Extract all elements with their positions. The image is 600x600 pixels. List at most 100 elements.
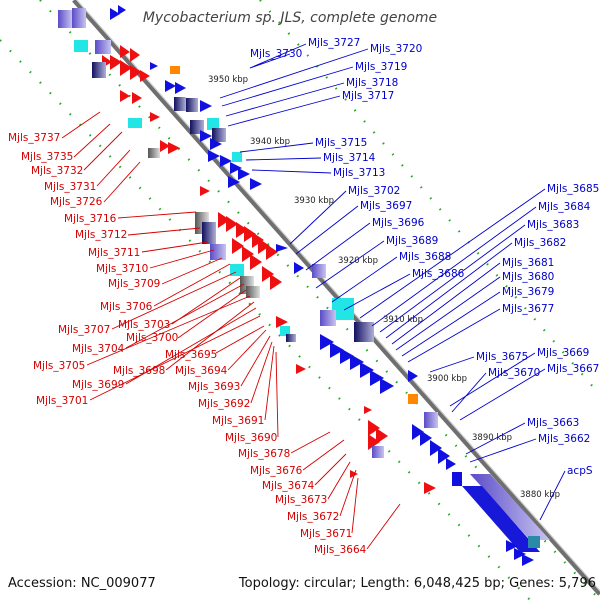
leader-line — [249, 43, 307, 69]
reverse-leader-lines — [61, 111, 401, 550]
gene-label[interactable]: Mjls_3690 — [225, 432, 277, 444]
gene-label[interactable]: Mjls_3712 — [75, 229, 127, 241]
leader-line — [451, 372, 487, 413]
gene-label[interactable]: Mjls_3709 — [108, 278, 160, 290]
leader-line — [539, 470, 566, 521]
gene-label[interactable]: Mjls_3683 — [527, 219, 579, 231]
leader-line — [96, 149, 131, 187]
gene-label[interactable]: Mjls_3714 — [323, 152, 376, 164]
leader-line — [339, 469, 357, 517]
leader-line — [227, 329, 267, 371]
leader-line — [73, 123, 111, 158]
gene-label[interactable]: Mjls_3700 — [126, 332, 178, 344]
forward-labels: Mjls_3727 Mjls_3730 Mjls_3720 Mjls_3719 … — [250, 37, 599, 477]
leader-line — [125, 283, 245, 349]
gene-label[interactable]: Mjls_3676 — [250, 465, 303, 477]
gene-label[interactable]: Mjls_3691 — [212, 415, 264, 427]
gene-label[interactable]: Mjls_3678 — [238, 448, 290, 460]
gene-label[interactable]: Mjls_3664 — [314, 544, 367, 556]
gene-label[interactable]: Mjls_3679 — [502, 286, 554, 298]
gene-features — [58, 5, 550, 566]
gene-label[interactable]: Mjls_3681 — [502, 257, 554, 269]
gene-label[interactable]: Mjls_3673 — [275, 494, 327, 506]
leader-line — [251, 169, 332, 174]
gene-label[interactable]: Mjls_3682 — [514, 237, 566, 249]
gene-label[interactable]: Mjls_3735 — [21, 151, 73, 163]
gene-label[interactable]: Mjls_3699 — [72, 379, 124, 391]
gene-label[interactable]: Mjls_3713 — [333, 167, 385, 179]
gene-label[interactable]: Mjls_3674 — [262, 480, 315, 492]
gene-label[interactable]: Mjls_3663 — [527, 417, 579, 429]
gene-label[interactable]: Mjls_3669 — [537, 347, 589, 359]
gene-label[interactable]: acpS — [567, 465, 593, 477]
gene-label[interactable]: Mjls_3694 — [175, 365, 228, 377]
gene-label[interactable]: Mjls_3711 — [88, 247, 140, 259]
gene-label[interactable]: Mjls_3737 — [8, 132, 60, 144]
leader-line — [469, 438, 537, 463]
gene-label[interactable]: Mjls_3731 — [44, 181, 96, 193]
gene-label[interactable]: Mjls_3685 — [547, 183, 599, 195]
leader-line — [401, 291, 501, 357]
gene-label[interactable]: Mjls_3707 — [58, 324, 110, 336]
gene-label[interactable]: Mjls_3693 — [188, 381, 240, 393]
gene-label[interactable]: Mjls_3672 — [287, 511, 339, 523]
gene-label[interactable]: Mjls_3710 — [96, 263, 148, 275]
leader-line — [371, 206, 537, 327]
gene-label[interactable]: Mjls_3726 — [50, 196, 103, 208]
leader-line — [315, 240, 385, 289]
gene-label[interactable]: Mjls_3702 — [348, 185, 400, 197]
gene-label[interactable]: Mjls_3671 — [300, 528, 352, 540]
kbp-label: 3900 kbp — [427, 374, 467, 384]
gene-label[interactable]: Mjls_3706 — [100, 301, 153, 313]
gene-label[interactable]: Mjls_3716 — [64, 213, 117, 225]
gene-label[interactable]: Mjls_3717 — [342, 90, 394, 102]
gene-label[interactable]: Mjls_3686 — [412, 268, 465, 280]
gene-label[interactable]: Mjls_3697 — [360, 200, 412, 212]
gene-label[interactable]: Mjls_3727 — [308, 37, 360, 49]
leader-line — [275, 351, 279, 438]
leader-line — [127, 227, 201, 236]
kbp-label: 3950 kbp — [208, 75, 248, 85]
gene-label[interactable]: Mjls_3692 — [198, 398, 250, 410]
leader-line — [141, 241, 209, 253]
gene-label[interactable]: Mjls_3670 — [488, 367, 540, 379]
leader-line — [359, 188, 546, 319]
leader-line — [465, 422, 526, 455]
gene-label[interactable]: Mjls_3701 — [36, 395, 88, 407]
leader-line — [111, 271, 237, 330]
gene-label[interactable]: Mjls_3705 — [33, 360, 85, 372]
gene-label[interactable]: Mjls_3667 — [547, 363, 599, 375]
leader-line — [89, 315, 261, 401]
gene-label[interactable]: Mjls_3662 — [538, 433, 590, 445]
gene-label[interactable]: Mjls_3704 — [72, 343, 125, 355]
leader-line — [215, 325, 265, 354]
gene-label[interactable]: Mjls_3732 — [31, 165, 83, 177]
gene-label[interactable]: Mjls_3703 — [118, 319, 170, 331]
leader-line — [177, 289, 247, 339]
gene-label[interactable]: Mjls_3688 — [399, 251, 451, 263]
gene-label[interactable]: Mjls_3695 — [165, 349, 217, 361]
gene-label[interactable]: Mjls_3684 — [538, 201, 591, 213]
gene-label[interactable]: Mjls_3719 — [355, 61, 407, 73]
kbp-label: 3920 kbp — [338, 256, 378, 266]
leader-line — [103, 161, 141, 203]
gene-label[interactable]: Mjls_3689 — [386, 235, 438, 247]
gene-label[interactable]: Mjls_3677 — [502, 303, 554, 315]
leader-line — [245, 157, 322, 161]
leader-line — [366, 503, 401, 550]
leader-line — [314, 453, 347, 486]
leader-line — [343, 273, 411, 311]
gene-label[interactable]: Mjls_3680 — [502, 271, 554, 283]
gene-label[interactable]: Mjls_3718 — [346, 77, 398, 89]
gene-label[interactable]: Mjls_3696 — [372, 217, 425, 229]
leader-line — [221, 66, 354, 107]
gene-label[interactable]: Mjls_3698 — [113, 365, 165, 377]
leader-line — [395, 276, 501, 351]
gene-label[interactable]: Mjls_3730 — [250, 48, 302, 60]
leader-line — [165, 301, 255, 371]
gene-label[interactable]: Mjls_3675 — [476, 351, 528, 363]
gene-label[interactable]: Mjls_3715 — [315, 137, 367, 149]
gene-label[interactable]: Mjls_3720 — [370, 43, 422, 55]
leader-line — [227, 95, 341, 127]
backbone — [72, 0, 600, 596]
